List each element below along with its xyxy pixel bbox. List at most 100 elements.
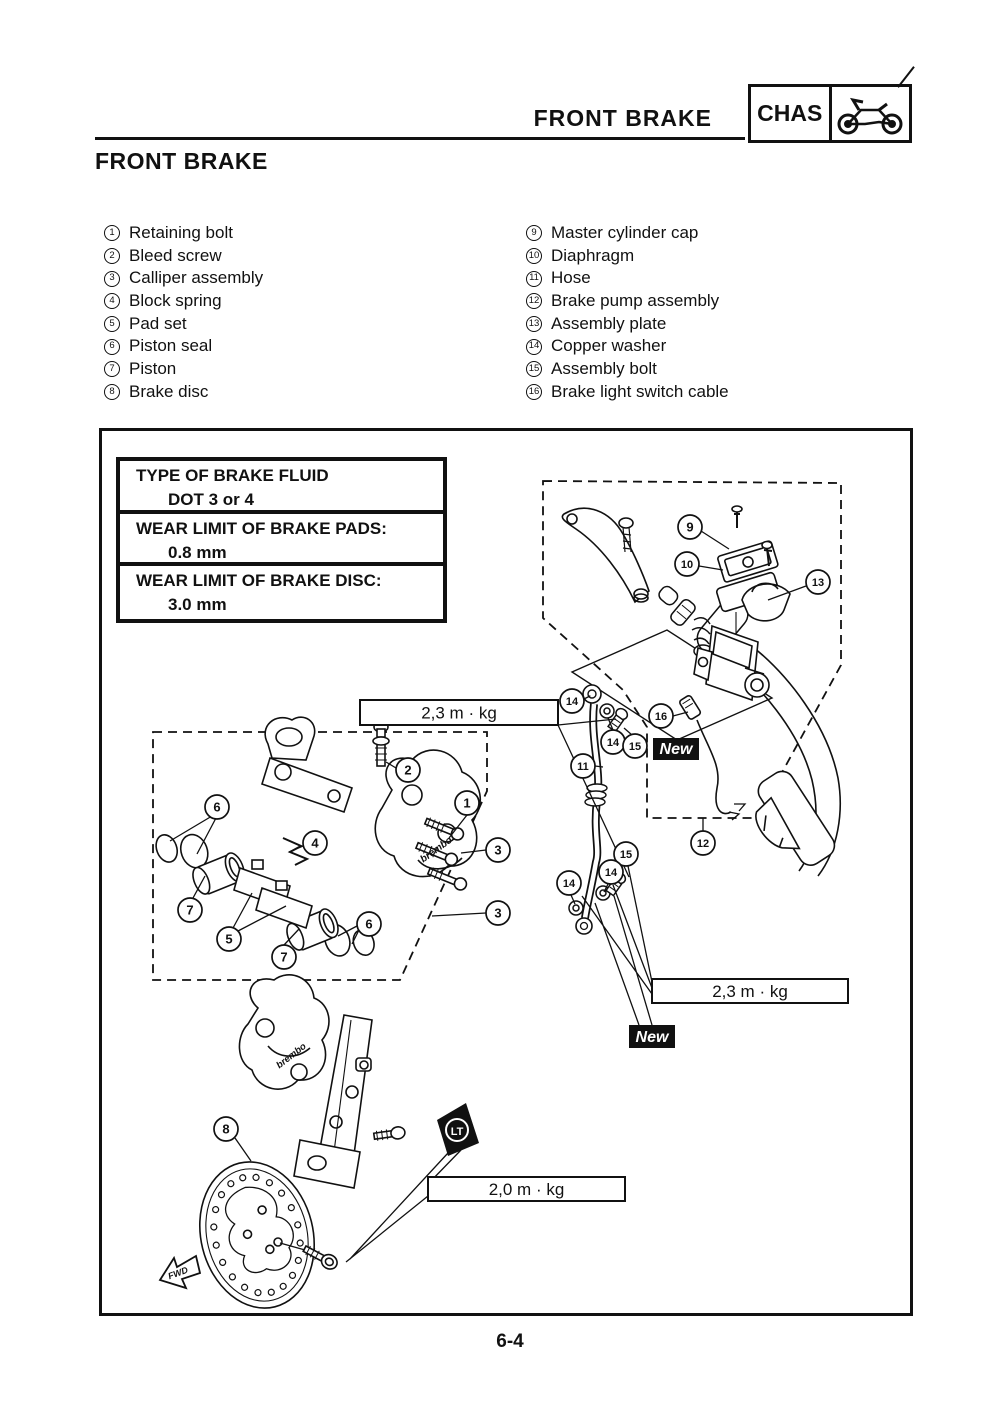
part-number-badge: 16 (526, 384, 542, 401)
new-flag-label: New (636, 1029, 670, 1046)
spec-line: WEAR LIMIT OF BRAKE PADS: (136, 519, 387, 538)
pump-assembly-boundary (570, 629, 774, 741)
header-rule (95, 137, 745, 140)
motorcycle-icon (828, 87, 910, 140)
part-number-badge: 10 (526, 248, 542, 265)
spec-line: TYPE OF BRAKE FLUID (136, 466, 329, 485)
part-list-item: 3 Calliper assembly (104, 267, 263, 290)
callout-13: 13 (805, 569, 831, 595)
new-part-flag: New (653, 738, 699, 760)
callout-10: 10 (674, 551, 700, 577)
dashed-outline-caliper (152, 731, 488, 981)
page-title: FRONT BRAKE (95, 148, 268, 174)
callout-14: 14 (556, 870, 582, 896)
loctite-badge: LT (437, 1103, 479, 1156)
callout-number: 7 (280, 950, 287, 965)
part-list-item: 8 Brake disc (104, 381, 263, 404)
spec-value: 0.8 mm (168, 543, 227, 562)
part-list-item: 15 Assembly bolt (526, 358, 729, 381)
part-label: Brake pump assembly (551, 291, 720, 311)
torque-spec-box: 2,0 m · kg (427, 1176, 626, 1202)
callout-number: 14 (605, 867, 618, 879)
callout-number: 15 (629, 741, 641, 753)
part-number-badge: 3 (104, 270, 120, 287)
brake-disc (198, 1161, 338, 1309)
header-section-title: FRONT BRAKE (533, 105, 712, 131)
part-list-item: 2 Bleed screw (104, 245, 263, 268)
torque-spec-box: 2,3 m · kg (651, 978, 849, 1004)
callout-number: 8 (222, 1122, 229, 1137)
callout-16: 16 (648, 703, 674, 729)
new-flag-label: New (660, 741, 694, 758)
callout-11: 11 (570, 753, 596, 779)
part-list-item: 11 Hose (526, 267, 729, 290)
callout-number: 6 (213, 800, 220, 815)
master-cylinder-body (693, 624, 770, 702)
hose (575, 684, 608, 935)
brake-lever (561, 507, 650, 604)
callout-3: 3 (485, 900, 511, 926)
spec-value: DOT 3 or 4 (168, 490, 254, 509)
part-number-badge: 13 (526, 316, 542, 333)
diagram-frame (99, 428, 913, 1316)
callout-15: 15 (613, 841, 639, 867)
callout-5: 5 (216, 926, 242, 952)
part-number-badge: 14 (526, 338, 542, 355)
callout-number: 12 (697, 838, 709, 850)
chapter-tab: CHAS (748, 84, 912, 143)
spec-box-disc: WEAR LIMIT OF BRAKE DISC: 3.0 mm (116, 562, 447, 623)
callout-9: 9 (677, 514, 703, 540)
part-label: Calliper assembly (129, 268, 264, 288)
callout-12: 12 (690, 830, 716, 856)
part-label: Assembly bolt (551, 359, 657, 379)
caliper-assembly-exploded (155, 716, 481, 957)
part-label: Copper washer (551, 336, 667, 356)
svg-text:LT: LT (451, 1126, 464, 1138)
callout-number: 10 (681, 559, 693, 571)
axle-bolt (302, 1244, 338, 1270)
callout-number: 6 (365, 917, 372, 932)
callout-number: 16 (655, 711, 667, 723)
part-label: Bleed screw (129, 245, 222, 265)
callout-8: 8 (213, 1116, 239, 1142)
callout-number: 14 (563, 878, 576, 890)
part-number-badge: 4 (104, 293, 120, 310)
part-number-badge: 15 (526, 361, 542, 378)
page-number: 6-4 (496, 1331, 524, 1352)
new-part-flag: New (629, 1025, 675, 1048)
part-label: Block spring (129, 291, 222, 311)
callout-2: 2 (395, 757, 421, 783)
part-number-badge: 9 (526, 225, 542, 242)
part-list-item: 13 Assembly plate (526, 313, 729, 336)
callout-leader-lines (169, 530, 807, 1162)
part-number-badge: 8 (104, 384, 120, 401)
part-label: Hose (551, 268, 591, 288)
callout-number: 3 (494, 843, 501, 858)
part-number-badge: 1 (104, 225, 120, 242)
handlebar (717, 639, 841, 877)
callout-7: 7 (177, 897, 203, 923)
part-list-item: 14 Copper washer (526, 335, 729, 358)
part-list-item: 4 Block spring (104, 290, 263, 313)
part-number-badge: 2 (104, 248, 120, 265)
torque-value: 2,3 m · kg (712, 982, 788, 1001)
callout-number: 1 (463, 796, 470, 811)
part-number-badge: 6 (104, 338, 120, 355)
torque-value: 2,0 m · kg (489, 1180, 565, 1199)
callout-number: 13 (812, 577, 824, 589)
spec-value: 3.0 mm (168, 595, 227, 614)
callout-1: 1 (454, 790, 480, 816)
part-label: Brake disc (129, 381, 209, 401)
callout-14: 14 (559, 688, 585, 714)
part-label: Piston (129, 359, 177, 379)
part-label: Assembly plate (551, 313, 667, 333)
part-number-badge: 11 (526, 270, 542, 287)
